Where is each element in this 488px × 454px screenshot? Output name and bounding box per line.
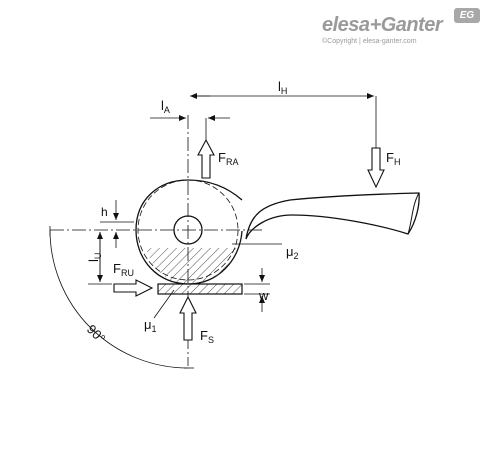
force-fs-arrow [179,295,197,341]
label-lh: lH [278,79,287,96]
force-fra-arrow [197,138,215,179]
brand-name-left: elesa [322,14,370,36]
brand-badge: EG [454,8,480,23]
label-fra: FRA [218,150,238,167]
label-fh: FH [386,150,400,167]
leader-mu1 [153,289,175,319]
lever-outline [245,192,420,240]
label-fs: FS [200,328,214,345]
brand-copyright: ©Copyright | elesa-ganter.com [322,38,417,45]
label-la: lA [161,98,170,115]
brand-wordmark: elesa+Ganter [322,14,443,37]
contact-plate [157,283,243,295]
label-w: w [258,288,269,303]
lever-cut-edge [407,192,420,235]
force-fh-arrow [367,147,385,189]
cam-contact-region [146,248,236,284]
brand-name-plus: + [369,14,382,36]
label-h: h [101,205,108,219]
brand-name-right: Ganter [380,14,443,36]
angle-arc [49,229,189,369]
brand-logo: elesa+Ganter EG ©Copyright | elesa-gante… [318,8,483,48]
force-fru-arrow [113,279,154,297]
label-lu: lU [86,253,103,262]
label-fru: FRU [113,261,134,278]
label-mu2: μ2 [286,244,299,261]
label-mu1: μ1 [144,317,157,334]
